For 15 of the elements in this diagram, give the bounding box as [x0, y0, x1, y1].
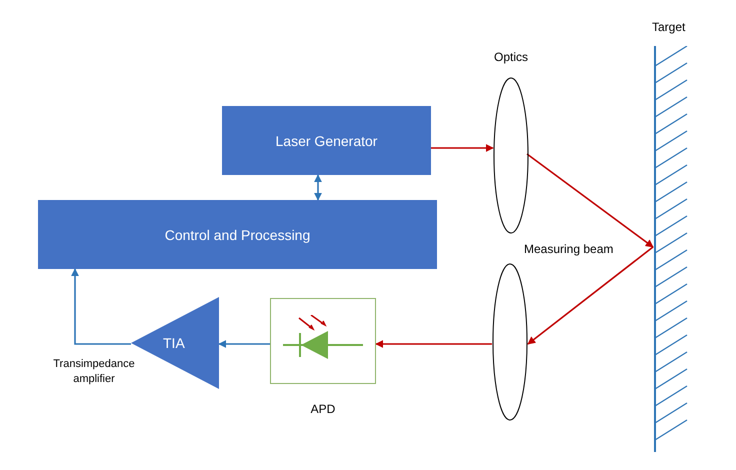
detector-label: APD — [310, 402, 336, 416]
target-label: Target — [652, 20, 686, 34]
process-box: Control and Processing — [38, 200, 437, 269]
arrow — [218, 340, 270, 348]
arrow — [375, 340, 492, 348]
lens-label: Optics — [492, 50, 529, 64]
caption-text: Transimpedance amplifier — [52, 357, 136, 387]
amplifier-label: TIA — [163, 335, 185, 351]
arrow — [314, 174, 322, 201]
beam-label: Measuring beam — [524, 242, 614, 256]
arrow — [431, 144, 494, 152]
arrow — [527, 246, 654, 345]
arrow — [71, 268, 131, 345]
arrow — [526, 153, 654, 248]
process-box: Laser Generator — [222, 106, 431, 175]
